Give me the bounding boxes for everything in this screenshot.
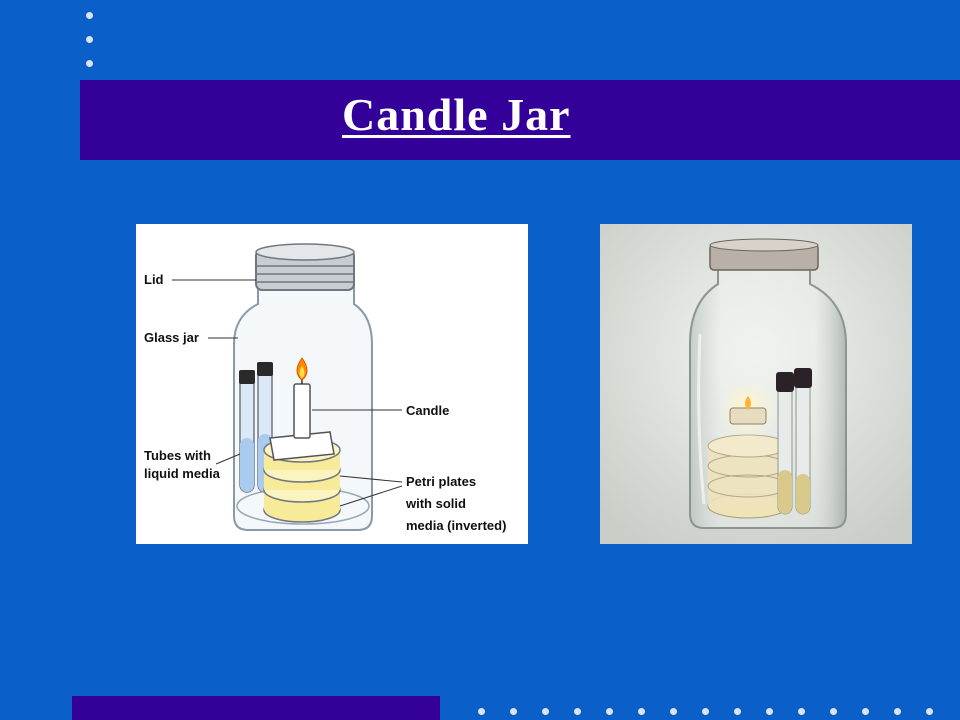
- leader-line: [339, 475, 403, 483]
- label-petri-line2: with solid: [405, 496, 466, 511]
- decor-dot: [574, 708, 581, 715]
- bottom-band: [72, 696, 440, 720]
- label-tubes-line1: Tubes with: [144, 448, 211, 463]
- decor-dot: [542, 708, 549, 715]
- label-petri-line3: media (inverted): [406, 518, 506, 533]
- decor-dot: [926, 708, 933, 715]
- tube-liquid: [240, 438, 254, 492]
- decor-dot: [86, 12, 93, 19]
- decor-dot: [766, 708, 773, 715]
- candle-jar-diagram: Lid Glass jar Candle Tubes with liquid m…: [136, 224, 528, 544]
- photo-svg: [600, 224, 912, 544]
- photo-tube-liquid: [778, 470, 792, 514]
- label-candle: Candle: [406, 403, 449, 418]
- photo-lid-top: [709, 238, 819, 252]
- decor-dot: [798, 708, 805, 715]
- leader-line: [215, 453, 241, 465]
- title-band: Candle Jar: [80, 80, 960, 160]
- photo-glass-highlight: [697, 333, 706, 505]
- decor-dot: [510, 708, 517, 715]
- decor-dot: [478, 708, 485, 715]
- candle-flame-core: [299, 366, 305, 378]
- decor-dot: [86, 36, 93, 43]
- label-tubes-line2: liquid media: [144, 466, 221, 481]
- decor-dot: [606, 708, 613, 715]
- photo-tube-cap: [776, 372, 794, 392]
- decor-dot: [702, 708, 709, 715]
- diagram-svg: Lid Glass jar Candle Tubes with liquid m…: [144, 243, 506, 533]
- lid-top: [255, 243, 355, 261]
- decor-dot: [862, 708, 869, 715]
- decor-dot: [638, 708, 645, 715]
- candle: [293, 383, 311, 439]
- decor-dot: [86, 60, 93, 67]
- label-petri-line1: Petri plates: [406, 474, 476, 489]
- decor-dot: [894, 708, 901, 715]
- tube-cap: [257, 362, 273, 376]
- candle-jar-photo: [600, 224, 912, 544]
- label-lid: Lid: [144, 272, 164, 287]
- slide-title: Candle Jar: [342, 89, 571, 140]
- decor-dot: [670, 708, 677, 715]
- photo-tube-liquid: [796, 474, 810, 514]
- tube-cap: [239, 370, 255, 384]
- photo-tealight: [729, 407, 767, 425]
- photo-tube-cap: [794, 368, 812, 388]
- decor-dot: [734, 708, 741, 715]
- photo-flame-icon: [745, 396, 751, 410]
- decor-dot: [830, 708, 837, 715]
- label-glass-jar: Glass jar: [144, 330, 199, 345]
- leader-line: [339, 485, 403, 507]
